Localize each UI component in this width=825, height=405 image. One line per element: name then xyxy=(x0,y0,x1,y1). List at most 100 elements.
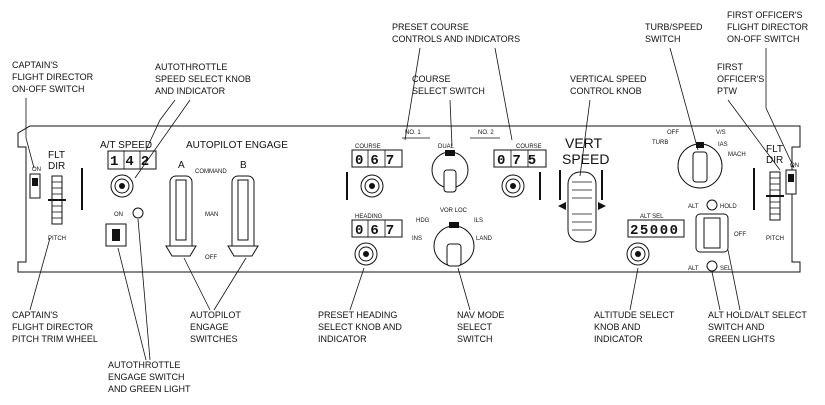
altitude-select: ALT SEL 25000 xyxy=(626,214,685,266)
svg-text:ON-OFF SWITCH: ON-OFF SWITCH xyxy=(727,34,800,44)
vs-control-knob[interactable] xyxy=(558,171,606,243)
callout-fo-ptw: FIRST OFFICER'S PTW xyxy=(717,62,764,96)
land-label: LAND xyxy=(476,236,493,242)
ap-b-label: B xyxy=(240,160,247,171)
svg-text:AUTOTHROTTLE: AUTOTHROTTLE xyxy=(108,360,180,370)
alt-sel-knob[interactable] xyxy=(626,242,650,266)
callout-course-select: COURSE SELECT SWITCH xyxy=(412,74,485,96)
callout-captain-ptw: CAPTAIN'S FLIGHT DIRECTOR PITCH TRIM WHE… xyxy=(12,310,98,344)
svg-text:FLIGHT DIRECTOR: FLIGHT DIRECTOR xyxy=(12,72,94,82)
alt-hold-sel-switch[interactable] xyxy=(695,213,729,253)
fo-fd-toggle xyxy=(788,174,794,182)
turb-off-label: OFF xyxy=(667,130,679,136)
svg-text:FIRST: FIRST xyxy=(717,62,744,72)
svg-text:SELECT: SELECT xyxy=(457,322,493,332)
svg-text:ALTITUDE SELECT: ALTITUDE SELECT xyxy=(594,310,675,320)
ins-label: INS xyxy=(412,236,422,242)
ap-engage-switch-b[interactable] xyxy=(227,175,259,257)
ils-label: ILS xyxy=(474,218,483,224)
vor-loc-label: VOR LOC xyxy=(440,208,468,214)
course-heading-section: COURSE 067 NO. 1 DUAL NO. 2 COURSE 075 xyxy=(346,130,547,267)
svg-text:FLIGHT DIRECTOR: FLIGHT DIRECTOR xyxy=(727,22,809,32)
hdg-label: HDG xyxy=(416,218,430,224)
svg-text:AUTOPILOT: AUTOPILOT xyxy=(190,310,241,320)
command-label: COMMAND xyxy=(195,169,227,175)
svg-text:CAPTAIN'S: CAPTAIN'S xyxy=(12,310,58,320)
at-speed-value: 142 xyxy=(110,154,156,170)
autopilot-engage: AUTOPILOT ENGAGE A B COMMAND MAN OFF xyxy=(165,140,288,261)
course-2-value: 075 xyxy=(497,153,543,169)
alt-sel-indicator xyxy=(627,219,685,238)
flt-label: FLT xyxy=(48,150,65,161)
callout-at-engage: AUTOTHROTTLE ENGAGE SWITCH AND GREEN LIG… xyxy=(108,360,191,394)
callout-ap-engage: AUTOPILOT ENGAGE SWITCHES xyxy=(190,310,241,344)
turb-label: TURB xyxy=(652,140,668,146)
alt-hold-select: ALT HOLD OFF ALT SEL xyxy=(688,199,746,272)
callout-turb-speed: TURB/SPEED SWITCH xyxy=(645,22,703,44)
at-speed-title: A/T SPEED xyxy=(100,140,152,151)
svg-text:PTW: PTW xyxy=(717,86,738,96)
dir-label: DIR xyxy=(48,161,65,172)
fo-pitch-trim-wheel[interactable] xyxy=(766,171,784,221)
callout-vs-knob: VERTICAL SPEED CONTROL KNOB xyxy=(570,74,647,96)
svg-text:CONTROLS AND INDICATORS: CONTROLS AND INDICATORS xyxy=(392,34,520,44)
svg-text:VERTICAL SPEED: VERTICAL SPEED xyxy=(570,74,647,84)
at-engage-switch[interactable] xyxy=(105,223,127,247)
panel-outline xyxy=(17,125,801,273)
man-label: MAN xyxy=(205,212,218,218)
fo-fd-on-label: ON xyxy=(790,163,799,169)
course-2-knob[interactable] xyxy=(501,174,525,198)
callout-preset-course: PRESET COURSE CONTROLS AND INDICATORS xyxy=(392,22,520,44)
svg-text:CAPTAIN'S: CAPTAIN'S xyxy=(12,60,58,70)
svg-text:AND INDICATOR: AND INDICATOR xyxy=(155,86,226,96)
alt-sel-light xyxy=(706,260,718,272)
ap-a-label: A xyxy=(178,160,185,171)
callout-at-speed-knob: AUTOTHROTTLE SPEED SELECT KNOB AND INDIC… xyxy=(155,62,251,96)
speed-label: SPEED xyxy=(562,151,609,167)
svg-text:GREEN LIGHTS: GREEN LIGHTS xyxy=(708,334,775,344)
svg-text:ENGAGE: ENGAGE xyxy=(190,322,229,332)
svg-text:COURSE: COURSE xyxy=(412,74,451,84)
callout-captain-fd: CAPTAIN'S FLIGHT DIRECTOR ON-OFF SWITCH xyxy=(12,60,94,94)
at-speed-knob[interactable] xyxy=(110,174,134,198)
hold-label: HOLD xyxy=(720,204,737,210)
alt-sel-value: 25000 xyxy=(630,223,680,239)
course-1-knob[interactable] xyxy=(360,174,384,198)
svg-text:KNOB AND: KNOB AND xyxy=(594,322,641,332)
svg-text:SPEED SELECT KNOB: SPEED SELECT KNOB xyxy=(155,74,251,84)
callout-preset-heading: PRESET HEADING SELECT KNOB AND INDICATOR xyxy=(318,310,402,344)
alt-sel-title: ALT SEL xyxy=(640,214,664,220)
callout-alt-select: ALTITUDE SELECT KNOB AND INDICATOR xyxy=(594,310,675,344)
svg-text:SELECT SWITCH: SELECT SWITCH xyxy=(412,86,485,96)
ap-engage-switch-a[interactable] xyxy=(165,175,197,257)
alt-hold-light xyxy=(706,199,718,211)
svg-text:SWITCH AND: SWITCH AND xyxy=(708,322,765,332)
no1-label: NO. 1 xyxy=(405,130,421,136)
at-speed-indicator xyxy=(107,150,157,170)
nav-mode-select-switch[interactable] xyxy=(433,222,475,267)
svg-text:CONTROL KNOB: CONTROL KNOB xyxy=(570,86,642,96)
captain-flight-director: FLT DIR ON PITCH xyxy=(29,150,83,242)
pitch-label: PITCH xyxy=(48,236,66,242)
svg-text:SELECT KNOB AND: SELECT KNOB AND xyxy=(318,322,402,332)
course-1-indicator xyxy=(351,149,403,168)
turb-speed-switch[interactable] xyxy=(677,142,723,189)
alt-off-label: OFF xyxy=(734,232,746,238)
course-select-switch[interactable] xyxy=(431,150,469,193)
course-1-label: COURSE xyxy=(355,144,381,150)
captain-fd-toggle xyxy=(32,178,38,186)
leader-lines xyxy=(25,47,795,361)
svg-text:INDICATOR: INDICATOR xyxy=(318,334,367,344)
autothrottle-speed: A/T SPEED 142 ON xyxy=(100,140,157,247)
heading-knob[interactable] xyxy=(354,242,378,266)
captain-pitch-trim-wheel[interactable] xyxy=(48,175,66,225)
dual-label: DUAL xyxy=(438,144,455,150)
svg-text:PRESET COURSE: PRESET COURSE xyxy=(392,22,469,32)
sel-label: SEL xyxy=(720,266,732,272)
svg-text:ALT HOLD/ALT SELECT: ALT HOLD/ALT SELECT xyxy=(708,310,807,320)
svg-text:FLIGHT DIRECTOR: FLIGHT DIRECTOR xyxy=(12,322,94,332)
svg-text:NAV MODE: NAV MODE xyxy=(457,310,504,320)
svg-text:AUTOTHROTTLE: AUTOTHROTTLE xyxy=(155,62,227,72)
